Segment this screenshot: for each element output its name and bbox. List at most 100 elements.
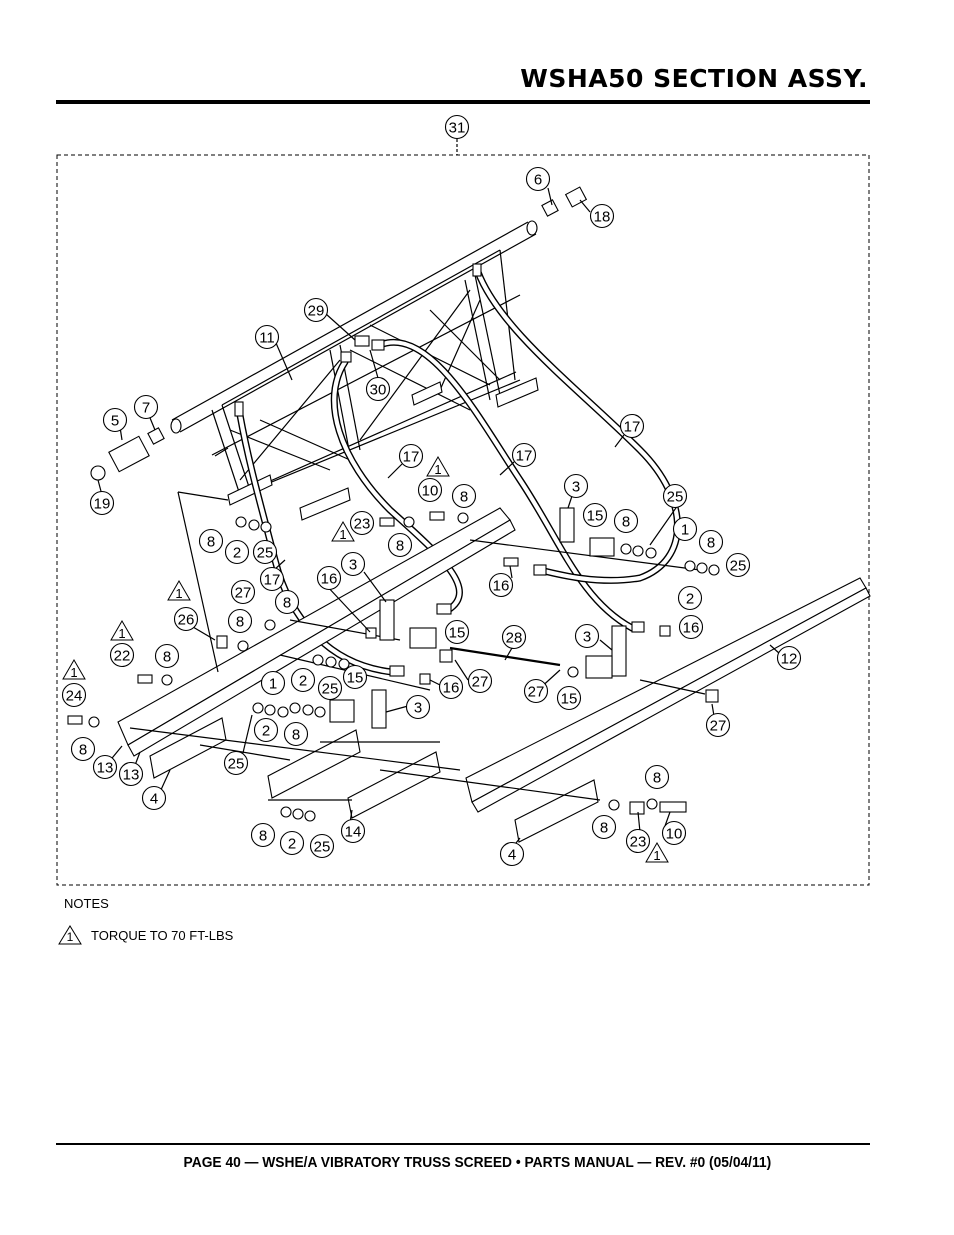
callout-label: 27: [472, 674, 489, 691]
brackets: [67, 507, 719, 815]
callout-label: 8: [236, 614, 244, 631]
callout-label: 17: [624, 419, 641, 436]
callout-label: 29: [308, 303, 325, 320]
callout-label: 8: [163, 649, 171, 666]
callout-label: 24: [66, 688, 83, 705]
callout-c17a: 17: [398, 443, 424, 469]
callout-label: 11: [259, 330, 275, 347]
callout-label: 2: [288, 836, 296, 853]
callout-label: 16: [683, 620, 700, 637]
callout-label: 3: [349, 557, 357, 574]
callout-label: 25: [257, 545, 274, 562]
callout-c25b: 25: [725, 552, 751, 578]
callout-label: 3: [583, 629, 591, 646]
callout-label: 17: [403, 449, 420, 466]
note-text: TORQUE TO 70 FT-LBS: [91, 927, 234, 943]
callout-label: 8: [283, 595, 291, 612]
callout-label: 2: [686, 591, 694, 608]
callout-label: 30: [370, 382, 387, 399]
callout-c8k: 8: [644, 764, 670, 790]
header-rule: [56, 100, 870, 104]
callout-label: 8: [600, 820, 608, 837]
page-title: WSHA50 SECTION ASSY.: [520, 64, 868, 93]
callout-label: 25: [667, 489, 684, 506]
callout-c8l: 8: [591, 814, 617, 840]
warning-triangle-icon: 1: [58, 925, 82, 945]
torque-marker-label: 1: [653, 848, 660, 863]
callout-label: 16: [493, 578, 510, 595]
leader-lines: [97, 187, 781, 849]
callout-c13b: 13: [118, 761, 144, 787]
callout-c30: 30: [365, 376, 391, 402]
callout-label: 15: [449, 625, 466, 642]
callout-c17d: 17: [259, 566, 285, 592]
callout-c12: 12: [776, 645, 802, 671]
callout-label: 1: [681, 522, 689, 539]
callout-c15b: 15: [444, 619, 470, 645]
callout-label: 15: [587, 508, 604, 525]
callout-c5: 5: [102, 407, 128, 433]
callout-c26: 26: [173, 606, 199, 632]
end-fittings: [90, 186, 588, 481]
callout-c15c: 15: [342, 664, 368, 690]
callout-label: 5: [111, 413, 119, 430]
callout-c25a: 25: [662, 483, 688, 509]
callout-c2e: 2: [279, 830, 305, 856]
callout-label: 16: [321, 571, 338, 588]
callout-label: 27: [528, 684, 545, 701]
callout-c22: 22: [109, 642, 135, 668]
callout-c27b: 27: [467, 668, 493, 694]
callout-label: 8: [207, 534, 215, 551]
callout-c16c: 16: [678, 614, 704, 640]
callout-label: 14: [345, 824, 362, 841]
torque-marker-t1: 1: [426, 456, 450, 477]
callout-label: 7: [142, 400, 150, 417]
notes-heading: NOTES: [64, 896, 109, 911]
callout-label: 8: [259, 828, 267, 845]
note-item: 1 TORQUE TO 70 FT-LBS: [57, 924, 233, 946]
callout-c8c: 8: [698, 529, 724, 555]
callout-c8g: 8: [227, 608, 253, 634]
footer-text: PAGE 40 — WSHE/A VIBRATORY TRUSS SCREED …: [183, 1154, 771, 1171]
callout-label: 8: [396, 538, 404, 555]
callout-label: 10: [666, 826, 683, 843]
callout-c10b: 10: [661, 820, 687, 846]
callout-c3d: 3: [405, 694, 431, 720]
callout-c25d: 25: [317, 675, 343, 701]
torque-marker-label: 1: [434, 462, 441, 477]
callout-label: 8: [707, 535, 715, 552]
callout-label: 10: [422, 483, 439, 500]
callout-label: 6: [534, 172, 542, 189]
callout-c8a: 8: [451, 483, 477, 509]
callout-c13a: 13: [92, 754, 118, 780]
callout-label: 25: [730, 558, 747, 575]
callout-label: 8: [653, 770, 661, 787]
callout-label: 4: [508, 847, 516, 864]
callout-c8m: 8: [250, 822, 276, 848]
callout-c19: 19: [89, 490, 115, 516]
torque-marker-label: 1: [118, 626, 125, 641]
callout-c15a: 15: [582, 502, 608, 528]
callout-c14: 14: [340, 818, 366, 844]
callout-label: 18: [594, 209, 611, 226]
callout-c8j: 8: [70, 736, 96, 762]
torque-marker-t6: 1: [645, 842, 669, 863]
callout-label: 2: [233, 545, 241, 562]
callout-label: 27: [710, 718, 727, 735]
callout-c2d: 2: [253, 717, 279, 743]
callout-c8d: 8: [387, 532, 413, 558]
callout-c23b: 23: [625, 828, 651, 854]
callout-label: 17: [516, 448, 533, 465]
callout-label: 2: [262, 723, 270, 740]
callout-label: 27: [235, 585, 252, 602]
callout-label: 19: [94, 496, 111, 513]
callout-c3a: 3: [563, 473, 589, 499]
callout-c1b: 1: [260, 670, 286, 696]
callout-c6: 6: [525, 166, 551, 192]
callout-c27a: 27: [230, 579, 256, 605]
callout-label: 16: [443, 680, 460, 697]
footer-rule: [56, 1143, 870, 1145]
callout-c4a: 4: [141, 785, 167, 811]
